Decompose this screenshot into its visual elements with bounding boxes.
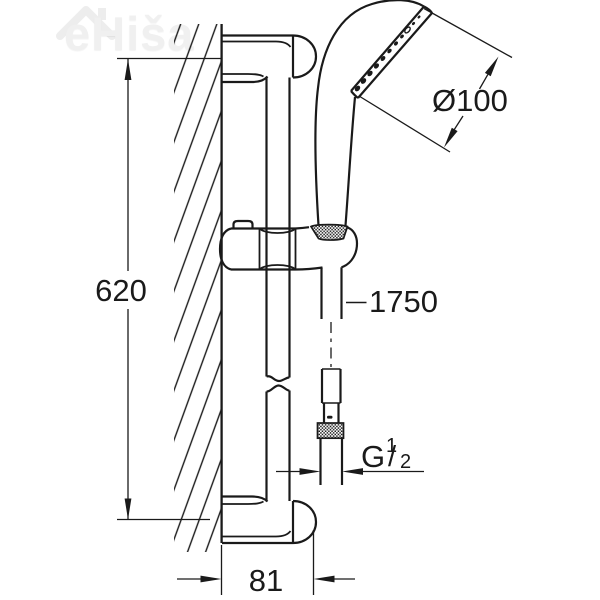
arrow-upper	[484, 56, 499, 77]
house-icon	[56, 6, 116, 40]
bracket-end-cap	[292, 499, 318, 545]
rub-clean-nozzle	[404, 26, 411, 34]
arrow-lower	[444, 127, 458, 148]
head-diameter-label: Ø100	[432, 83, 508, 118]
watermark-text: eHiša	[64, 7, 195, 60]
arrow-left	[313, 575, 335, 583]
svg-text:1: 1	[386, 435, 397, 457]
watermark: eHiša	[56, 2, 376, 72]
arrow-right	[299, 468, 321, 475]
wall-section	[174, 24, 223, 552]
svg-text:2: 2	[400, 451, 411, 473]
rail-length-label: 620	[95, 273, 147, 308]
extension-line	[358, 95, 451, 153]
dimension-hose-length: 1750	[346, 284, 438, 319]
svg-text:/: /	[388, 441, 397, 473]
hose-fitting-notch	[327, 415, 333, 419]
top-wall-bracket	[222, 34, 318, 84]
hose-length-label: 1750	[369, 284, 438, 319]
arrow-right	[200, 575, 222, 583]
spray-nozzles	[354, 15, 421, 92]
wall-offset-label: 81	[249, 563, 283, 598]
arrow-down	[124, 498, 132, 520]
hand-shower-body-left	[314, 0, 425, 226]
spray-face-front-edge	[357, 12, 433, 99]
shower-rail	[265, 77, 291, 502]
glide-holder	[218, 219, 359, 271]
bracket-end-cap	[292, 34, 318, 79]
rail-break-lower	[266, 384, 290, 393]
dimension-rail-length: 620	[95, 57, 221, 521]
hose-nut	[316, 422, 345, 440]
holder-ring	[341, 226, 359, 269]
dimension-thread-size: G 1 / 2	[276, 435, 424, 475]
arrow-up	[124, 59, 132, 80]
rail-break-upper	[266, 375, 290, 383]
wall-hatch	[174, 24, 221, 552]
holder-clamp-knob	[232, 219, 254, 229]
arrow-left	[342, 468, 363, 475]
thread-size-label: G 1 / 2	[361, 435, 411, 474]
hand-shower-cone-inlet	[309, 223, 349, 241]
svg-text:G: G	[361, 439, 385, 474]
extension-line	[423, 7, 513, 59]
dimension-head-diameter: Ø100	[358, 7, 513, 153]
dimension-wall-offset: 81	[177, 530, 355, 598]
hand-shower	[309, 0, 433, 241]
shower-hose	[316, 267, 345, 485]
bottom-wall-bracket	[222, 495, 318, 545]
hand-shower-grip-right	[344, 96, 357, 226]
spray-face-back-edge	[350, 5, 425, 92]
